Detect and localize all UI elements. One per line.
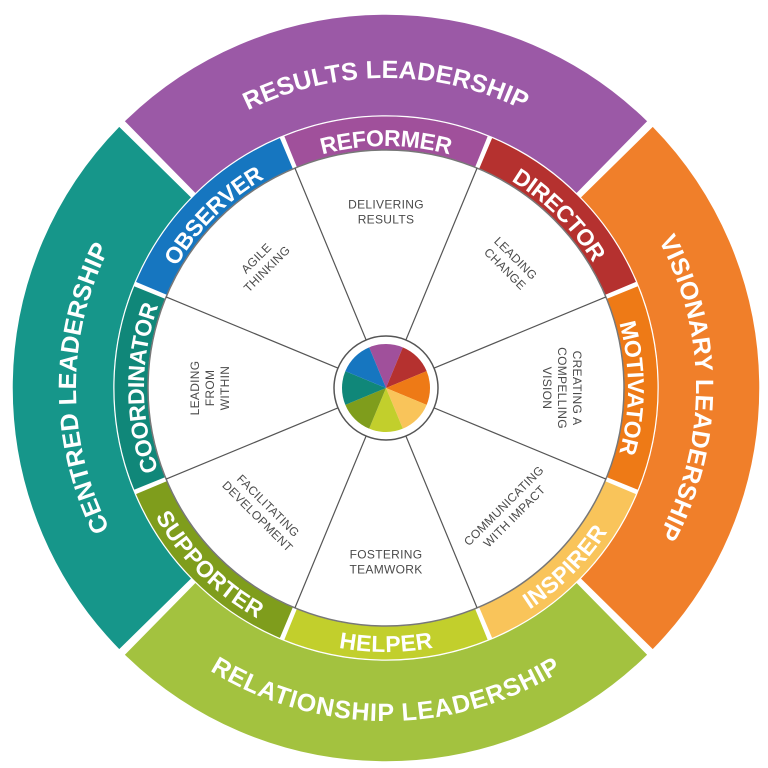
hub-wedge-supporter <box>345 388 386 429</box>
competency-line: TEAMWORK <box>349 563 422 577</box>
competency-line: FOSTERING <box>350 548 423 562</box>
hub-wedge-observer <box>345 347 386 388</box>
center-hub <box>333 335 439 441</box>
hub-wedge-inspirer <box>386 388 427 429</box>
hub-wedge-director <box>386 347 427 388</box>
competency-line: COMPELLING <box>555 347 569 429</box>
competency-line: VISION <box>540 367 554 409</box>
hub-wedge-motivator <box>386 371 431 405</box>
hub-wedge-helper <box>369 388 403 432</box>
competency-line: FROM <box>203 370 217 407</box>
competency-line: WITHIN <box>218 366 232 410</box>
competency-line: DELIVERING <box>348 198 424 212</box>
competency-line: CREATING A <box>570 351 584 426</box>
competency-line: LEADING <box>188 361 202 416</box>
hub-wedge-coordinator <box>342 371 386 405</box>
role-label-helper: HELPER <box>338 627 435 657</box>
competency-line: RESULTS <box>358 213 415 227</box>
hub-wedge-reformer <box>369 344 403 388</box>
